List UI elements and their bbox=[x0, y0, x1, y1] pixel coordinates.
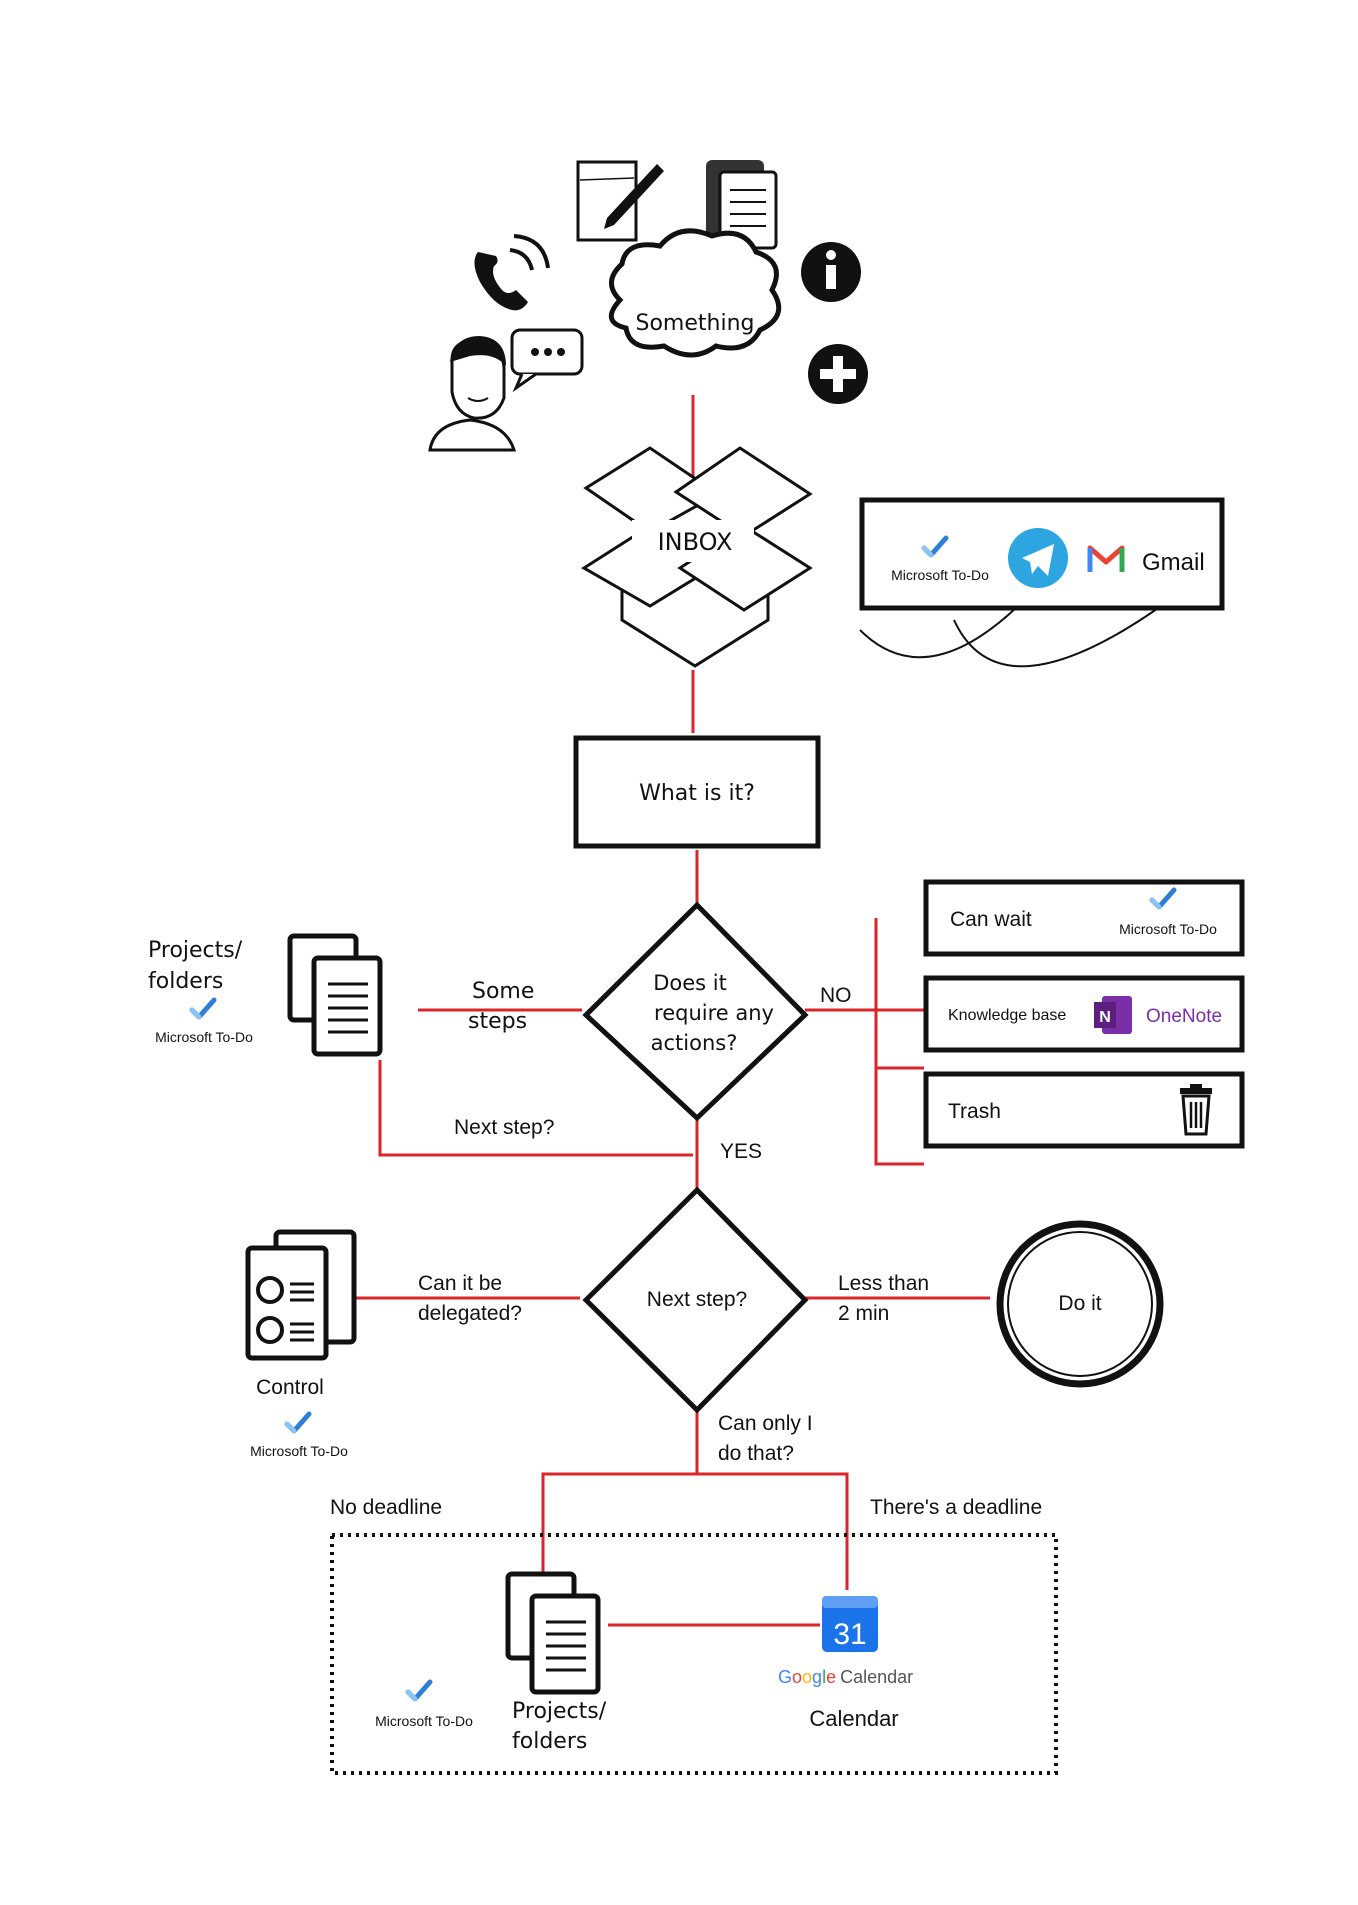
connectors bbox=[355, 395, 990, 1627]
control-label: Control bbox=[256, 1376, 324, 1399]
projects-top-line-1: Projects/ bbox=[148, 938, 243, 963]
outcome-frame bbox=[330, 1533, 1058, 1775]
notebook-pen-icon bbox=[576, 160, 664, 242]
documents-icon bbox=[706, 160, 778, 250]
checkmark-icon bbox=[408, 1682, 430, 1699]
edge-less-than-1: Less than bbox=[838, 1272, 929, 1295]
do-it-circle bbox=[996, 1220, 1164, 1388]
open-box-icon bbox=[581, 446, 813, 668]
edge-no-deadline: No deadline bbox=[330, 1496, 442, 1519]
phone-icon bbox=[474, 234, 550, 311]
gmail-label: Gmail bbox=[1142, 549, 1205, 576]
edge-next-step: Next step? bbox=[454, 1116, 554, 1139]
edge-some-steps-2: steps bbox=[468, 1009, 527, 1034]
trash-can-icon bbox=[1180, 1084, 1212, 1136]
ms-todo-label: Microsoft To-Do bbox=[155, 1029, 253, 1045]
ms-todo-label: Microsoft To-Do bbox=[891, 567, 989, 583]
ms-todo-label: Microsoft To-Do bbox=[375, 1713, 473, 1729]
calendar-label: Calendar bbox=[809, 1706, 898, 1731]
edge-deadline: There's a deadline bbox=[870, 1496, 1042, 1519]
can-wait-box bbox=[923, 879, 1245, 957]
edge-some-steps-1: Some bbox=[472, 979, 534, 1004]
knowledge-base-label: Knowledge base bbox=[948, 1007, 1066, 1024]
checkmark-icon bbox=[192, 1000, 214, 1017]
projects-bottom-line-2: folders bbox=[512, 1729, 587, 1754]
edge-only-i-2: do that? bbox=[718, 1442, 794, 1465]
next-step-label: Next step? bbox=[647, 1288, 747, 1311]
next-step-diamond bbox=[582, 1186, 809, 1414]
do-it-label: Do it bbox=[1058, 1292, 1101, 1315]
requires-action-diamond bbox=[582, 901, 809, 1122]
svg-text:N: N bbox=[1099, 1009, 1111, 1026]
projects-bottom-line-1: Projects/ bbox=[512, 1699, 607, 1724]
info-icon bbox=[801, 242, 861, 302]
what-is-it-box bbox=[573, 735, 821, 849]
checkmark-icon bbox=[287, 1414, 309, 1431]
person-talking-icon bbox=[428, 336, 517, 452]
edge-only-i-1: Can only I bbox=[718, 1412, 813, 1435]
edge-less-than-2: 2 min bbox=[838, 1302, 889, 1325]
requires-action-line-3: actions? bbox=[651, 1031, 738, 1055]
edge-delegated-2: delegated? bbox=[418, 1302, 522, 1325]
onenote-label: OneNote bbox=[1146, 1006, 1222, 1027]
edge-delegated-1: Can it be bbox=[418, 1272, 502, 1295]
chat-bubble-icon bbox=[510, 328, 584, 393]
calendar-day: 31 bbox=[833, 1618, 866, 1651]
ms-todo-label: Microsoft To-Do bbox=[250, 1443, 348, 1459]
plus-icon bbox=[808, 344, 868, 404]
gmail-icon bbox=[1087, 545, 1125, 572]
documents-stack-icon bbox=[290, 936, 380, 1054]
onenote-icon: N bbox=[1094, 996, 1132, 1034]
documents-stack-icon bbox=[508, 1574, 598, 1692]
inbox-label: INBOX bbox=[658, 528, 733, 556]
contacts-icon bbox=[245, 1229, 357, 1361]
knowledge-base-box bbox=[923, 975, 1245, 1053]
telegram-icon bbox=[1008, 528, 1068, 588]
requires-action-line-2: require any bbox=[654, 1001, 774, 1025]
projects-top-line-2: folders bbox=[148, 969, 223, 994]
cloud-label: Something bbox=[636, 311, 755, 336]
ms-todo-label: Microsoft To-Do bbox=[1119, 921, 1217, 937]
cloud-something bbox=[608, 228, 782, 358]
edge-yes: YES bbox=[720, 1140, 762, 1163]
edge-no: NO bbox=[820, 984, 852, 1007]
requires-action-line-1: Does it bbox=[653, 971, 727, 995]
trash-label: Trash bbox=[948, 1100, 1001, 1123]
what-is-it-label: What is it? bbox=[639, 781, 755, 806]
google-calendar-icon: 31 bbox=[822, 1596, 878, 1652]
can-wait-label: Can wait bbox=[950, 908, 1032, 931]
